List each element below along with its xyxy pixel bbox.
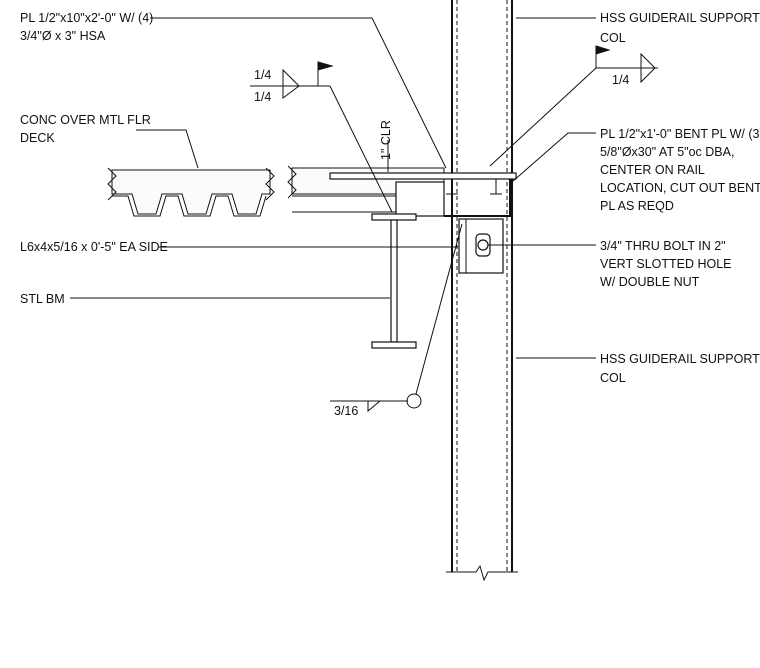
note-bent-pl-3: CENTER ON RAIL — [600, 163, 705, 177]
top-plate: 1" CLR — [329, 120, 517, 180]
concrete-deck-left — [107, 167, 275, 217]
note-top-plate-2: 3/4"Ø x 3" HSA — [20, 29, 106, 43]
note-bent-pl-5: PL AS REQD — [600, 199, 674, 213]
break-line — [446, 564, 518, 582]
hss-column — [446, 0, 518, 582]
note-bent-pl-1: PL 1/2"x1'-0" BENT PL W/ (3) — [600, 127, 760, 141]
leaders — [70, 17, 596, 359]
weld-symbol-left — [250, 61, 393, 213]
note-bent-pl-4: LOCATION, CUT OUT BENT — [600, 181, 760, 195]
note-bolt-1: 3/4" THRU BOLT IN 2" — [600, 239, 726, 253]
note-angle: L6x4x5/16 x 0'-5" EA SIDE — [20, 240, 168, 254]
clearance-note: 1" CLR — [379, 120, 393, 160]
weld-left-bottom-size: 1/4 — [254, 90, 271, 104]
note-hss-top-1: HSS GUIDERAIL SUPPORT — [600, 11, 760, 25]
note-top-plate-1: PL 1/2"x10"x2'-0" W/ (4) — [20, 11, 153, 25]
weld-bottom-size: 3/16 — [334, 404, 358, 418]
thru-bolt — [477, 239, 489, 251]
note-hss-top-2: COL — [600, 31, 626, 45]
note-hss-bot-1: HSS GUIDERAIL SUPPORT — [600, 352, 760, 366]
weld-left-top-size: 1/4 — [254, 68, 271, 82]
weld-symbol-right — [489, 45, 658, 167]
note-bent-pl-2: 5/8"Øx30" AT 5"oc DBA, — [600, 145, 734, 159]
weld-symbol-bottom — [330, 223, 463, 413]
steel-beam — [371, 213, 417, 349]
concrete-deck-right — [287, 165, 445, 217]
note-hss-bot-2: COL — [600, 371, 626, 385]
note-deck-2: DECK — [20, 131, 55, 145]
note-bolt-3: W/ DOUBLE NUT — [600, 275, 700, 289]
headed-studs — [446, 179, 502, 195]
note-deck-1: CONC OVER MTL FLR — [20, 113, 151, 127]
note-bolt-2: VERT SLOTTED HOLE — [600, 257, 732, 271]
note-stl-bm: STL BM — [20, 292, 65, 306]
angle-clip — [458, 218, 504, 274]
weld-right-size: 1/4 — [612, 73, 629, 87]
bent-plate — [444, 179, 511, 217]
